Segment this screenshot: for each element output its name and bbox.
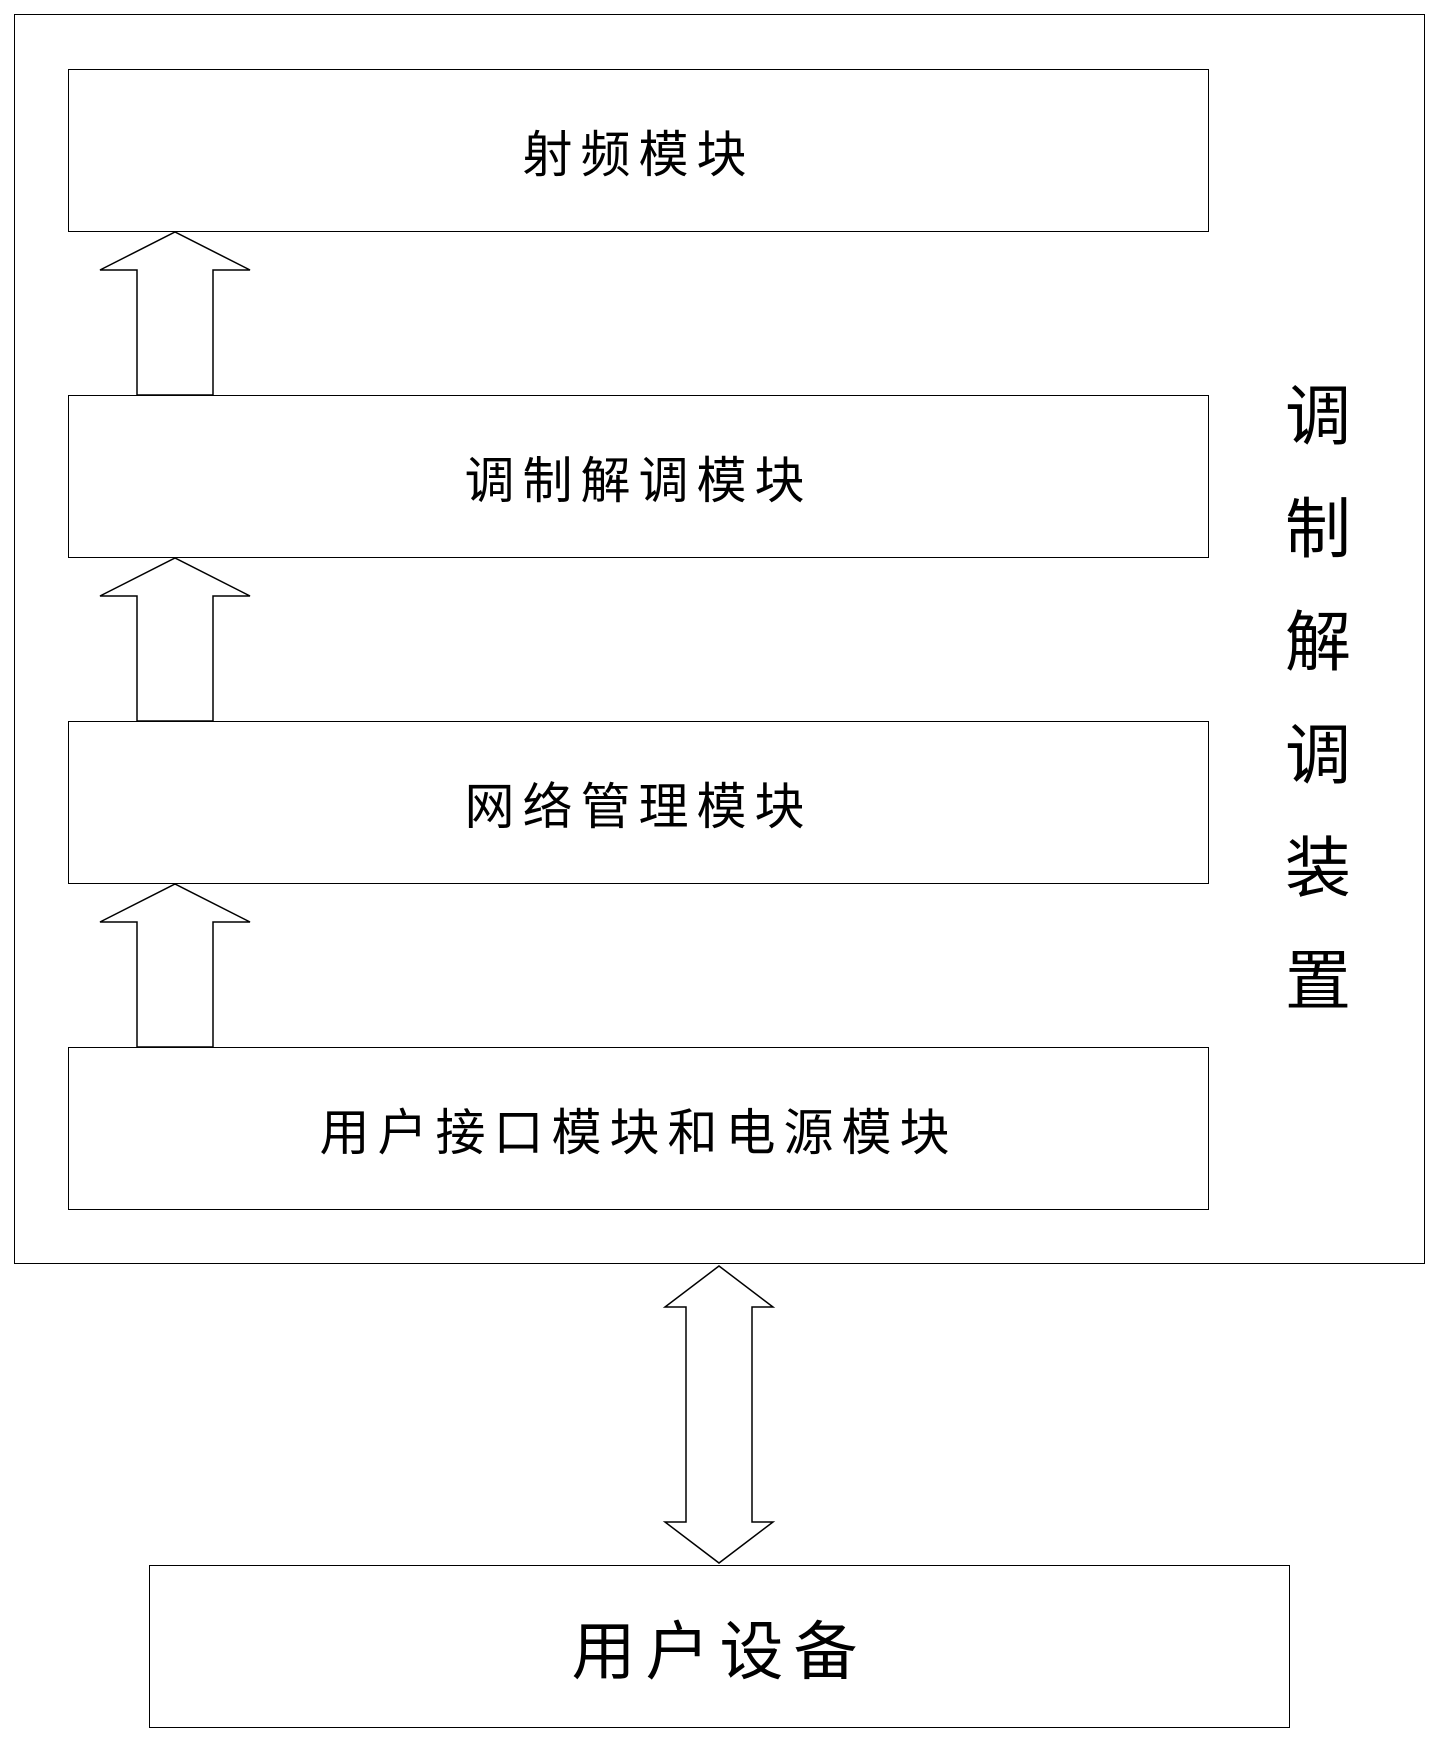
modem-module-label: 调制解调模块 <box>464 451 813 510</box>
network-management-module-label: 网络管理模块 <box>464 777 813 836</box>
device-title: 调制解调装置 <box>1285 378 1351 1020</box>
up-arrow-icon <box>99 231 251 396</box>
modem-device-container <box>14 14 1425 1264</box>
up-arrow-icon <box>99 883 251 1048</box>
network-management-module-box: 网络管理模块 <box>68 721 1209 884</box>
user-interface-power-module-box: 用户接口模块和电源模块 <box>68 1047 1209 1210</box>
double-arrow-icon <box>662 1265 776 1564</box>
user-device-label: 用户设备 <box>571 1615 868 1690</box>
rf-module-label: 射频模块 <box>522 125 755 184</box>
up-arrow-icon <box>99 557 251 722</box>
user-device-box: 用户设备 <box>149 1565 1290 1728</box>
rf-module-box: 射频模块 <box>68 69 1209 232</box>
modem-module-box: 调制解调模块 <box>68 395 1209 558</box>
user-interface-power-module-label: 用户接口模块和电源模块 <box>319 1103 958 1162</box>
